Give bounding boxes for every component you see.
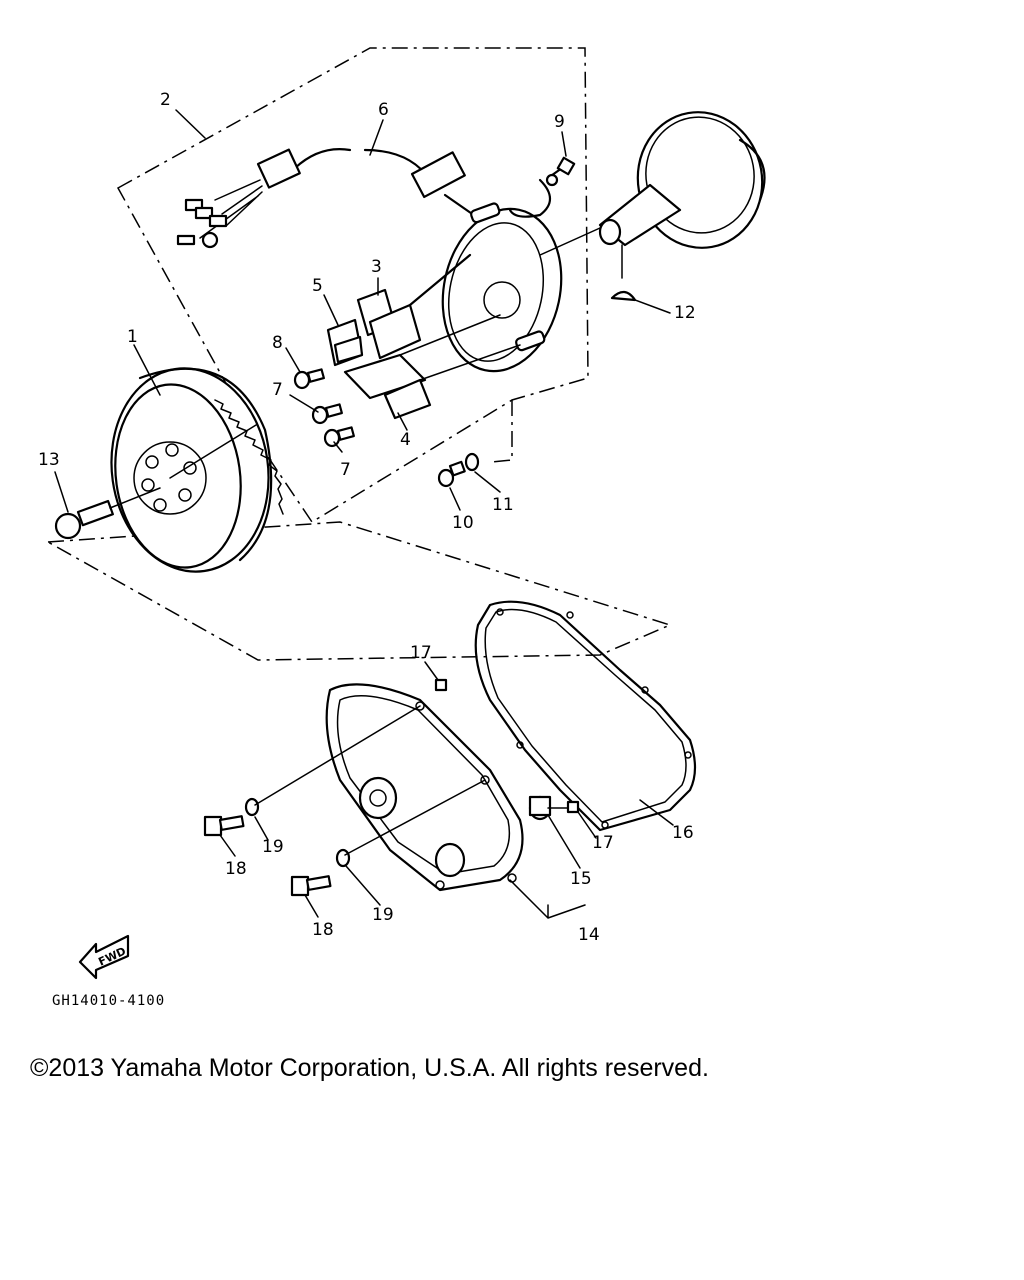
- callout-7b: 7: [340, 460, 351, 480]
- stator-wire-harness: [176, 148, 480, 249]
- callout-4: 4: [400, 430, 411, 450]
- pickup-coil: [356, 253, 472, 360]
- lighting-coil: [326, 318, 364, 367]
- callout-17a: 17: [410, 643, 432, 663]
- washer-19-lower: [335, 848, 351, 868]
- bolt-10: [437, 460, 466, 488]
- coil-screw-7a: [311, 403, 343, 425]
- coil-screw-7b: [323, 426, 355, 448]
- dowel-17-upper: [434, 678, 448, 692]
- coil-screw-8: [293, 368, 325, 390]
- callout-13: 13: [38, 450, 60, 470]
- diagram-code: GH14010-4100: [52, 993, 165, 1009]
- charge-coil: [343, 314, 521, 420]
- callout-1: 1: [127, 327, 138, 347]
- callout-7a: 7: [272, 380, 283, 400]
- callout-10: 10: [452, 513, 474, 533]
- callout-9: 9: [554, 112, 565, 132]
- callout-3: 3: [371, 257, 382, 277]
- callout-19b: 19: [372, 905, 394, 925]
- washer-11: [464, 452, 480, 472]
- callout-5: 5: [312, 276, 323, 296]
- flywheel-group-boundary: [45, 521, 673, 661]
- callout-11: 11: [492, 495, 514, 515]
- callout-2: 2: [160, 90, 171, 110]
- woodruff-key: [610, 290, 637, 302]
- callout-17b: 17: [592, 833, 614, 853]
- flywheel-cover: [254, 683, 524, 892]
- cover-bolt-lower: [290, 875, 332, 897]
- callout-18a: 18: [225, 859, 247, 879]
- flywheel-rotor: [110, 367, 284, 573]
- callout-14: 14: [578, 925, 600, 945]
- dowel-pin-15: [528, 795, 576, 821]
- callout-numbers: 1 2 3 4 5 6 7 7 7 8 9 10 11 12 13 14 15 …: [38, 90, 696, 945]
- flywheel-bolt: [54, 487, 161, 540]
- callout-18b: 18: [312, 920, 334, 940]
- leader-lines: [54, 109, 674, 919]
- callout-6: 6: [378, 100, 389, 120]
- callout-16: 16: [672, 823, 694, 843]
- callout-19a: 19: [262, 837, 284, 857]
- callout-15: 15: [570, 869, 592, 889]
- dowel-17-lower: [566, 800, 580, 814]
- copyright-notice: ©2013 Yamaha Motor Corporation, U.S.A. A…: [30, 1054, 709, 1082]
- stator-base-plate: [441, 166, 564, 373]
- forward-direction-arrow: FWD: [78, 934, 130, 980]
- cover-gasket: [474, 600, 697, 832]
- crankshaft-hub: [539, 111, 766, 279]
- callout-12: 12: [674, 303, 696, 323]
- cover-bolt-upper: [203, 815, 245, 837]
- ground-screw: [545, 156, 576, 187]
- callout-8: 8: [272, 333, 283, 353]
- washer-19-upper: [244, 797, 260, 817]
